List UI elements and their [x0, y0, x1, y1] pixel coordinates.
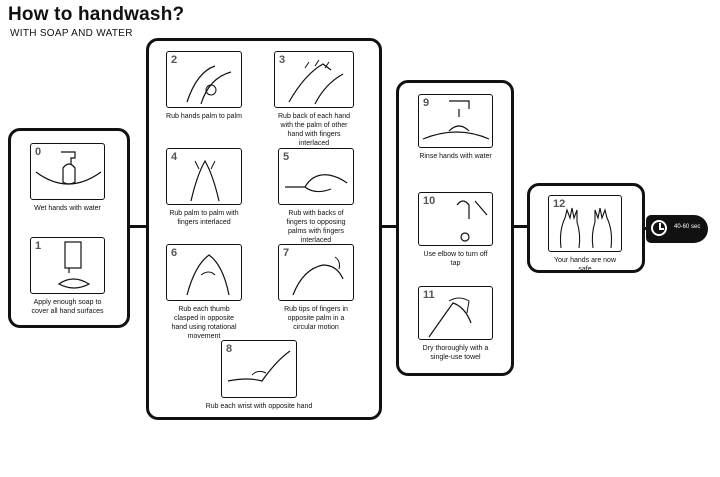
backs-of-fingers-illustration [285, 174, 348, 193]
step-3: 3 Rub back of each hand with the palm of… [274, 51, 354, 148]
step-2: 2 Rub hands palm to palm [166, 51, 242, 121]
step-8: 8 Rub each wrist with opposite hand [206, 340, 312, 411]
step-1: 1 Apply enough soap to cover all hand su… [30, 237, 105, 316]
step-caption: Rub each wrist with opposite hand [205, 403, 313, 410]
step-number: 4 [171, 151, 178, 163]
step-12: 12 Your hands are now safe [548, 195, 622, 274]
connector-line [380, 225, 400, 228]
step-11: 11 Dry thoroughly with a single-use towe… [418, 286, 493, 362]
step-number: 6 [171, 247, 178, 259]
step-6: 6 Rub each thumb clasped in opposite han… [166, 244, 242, 341]
back-of-hand-illustration [288, 59, 344, 105]
step-7: 7 Rub tips of fingers in opposite palm i… [278, 244, 354, 332]
step-10: 10 Use elbow to turn off tap [418, 192, 493, 268]
towel-dry-illustration [428, 297, 472, 338]
fingers-interlaced-illustration [190, 159, 220, 202]
sink-with-hands-illustration [35, 151, 102, 185]
step-caption: Rub hands palm to palm [166, 113, 242, 120]
step-caption: Rub with backs of fingers to opposing pa… [286, 210, 346, 245]
palm-to-palm-illustration [186, 65, 232, 105]
step-caption: Rub palm to palm with fingers interlaced [169, 210, 239, 227]
step-caption: Wet hands with water [34, 205, 101, 212]
step-4: 4 Rub palm to palm with fingers interlac… [166, 148, 242, 227]
step-caption: Rub each thumb clasped in opposite hand … [171, 306, 237, 341]
timer-text: 40-60 sec [674, 224, 701, 230]
connector-line [512, 225, 530, 228]
fingertips-in-palm-illustration [292, 256, 344, 296]
step-caption: Rinse hands with water [419, 153, 492, 160]
step-caption: Use elbow to turn off tap [423, 251, 488, 268]
elbow-tap-illustration [456, 200, 488, 242]
step-number: 9 [423, 97, 430, 109]
step-number: 0 [35, 146, 42, 158]
step-number: 11 [423, 289, 435, 301]
step-5: 5 Rub with backs of fingers to opposing … [278, 148, 354, 245]
step-caption: Rub back of each hand with the palm of o… [278, 113, 350, 148]
soap-dispenser-illustration [57, 241, 91, 289]
step-caption: Dry thoroughly with a single-use towel [422, 345, 489, 362]
clean-hands-illustration [559, 207, 613, 249]
wrist-rub-illustration [227, 350, 291, 382]
clock-icon [651, 220, 667, 236]
connector-line [128, 225, 148, 228]
step-number: 8 [226, 343, 233, 355]
page-subtitle: WITH SOAP AND WATER [10, 28, 133, 39]
step-caption: Apply enough soap to cover all hand surf… [31, 299, 104, 316]
timer-badge: 40-60 sec [646, 215, 708, 243]
step-caption: Rub tips of fingers in opposite palm in … [284, 306, 348, 332]
page-title: How to handwash? [8, 4, 185, 25]
step-number: 12 [553, 198, 566, 210]
step-9: 9 Rinse hands with water [418, 94, 493, 161]
step-0: 0 Wet hands with water [30, 143, 105, 213]
step-caption: Your hands are now safe [553, 257, 616, 274]
step-number: 2 [171, 54, 178, 66]
thumb-clasped-illustration [186, 254, 230, 296]
rinse-illustration [422, 100, 490, 140]
step-number: 3 [279, 54, 286, 66]
step-number: 7 [283, 247, 290, 259]
step-number: 1 [35, 240, 42, 252]
step-number: 5 [283, 151, 290, 163]
step-number: 10 [423, 195, 436, 207]
